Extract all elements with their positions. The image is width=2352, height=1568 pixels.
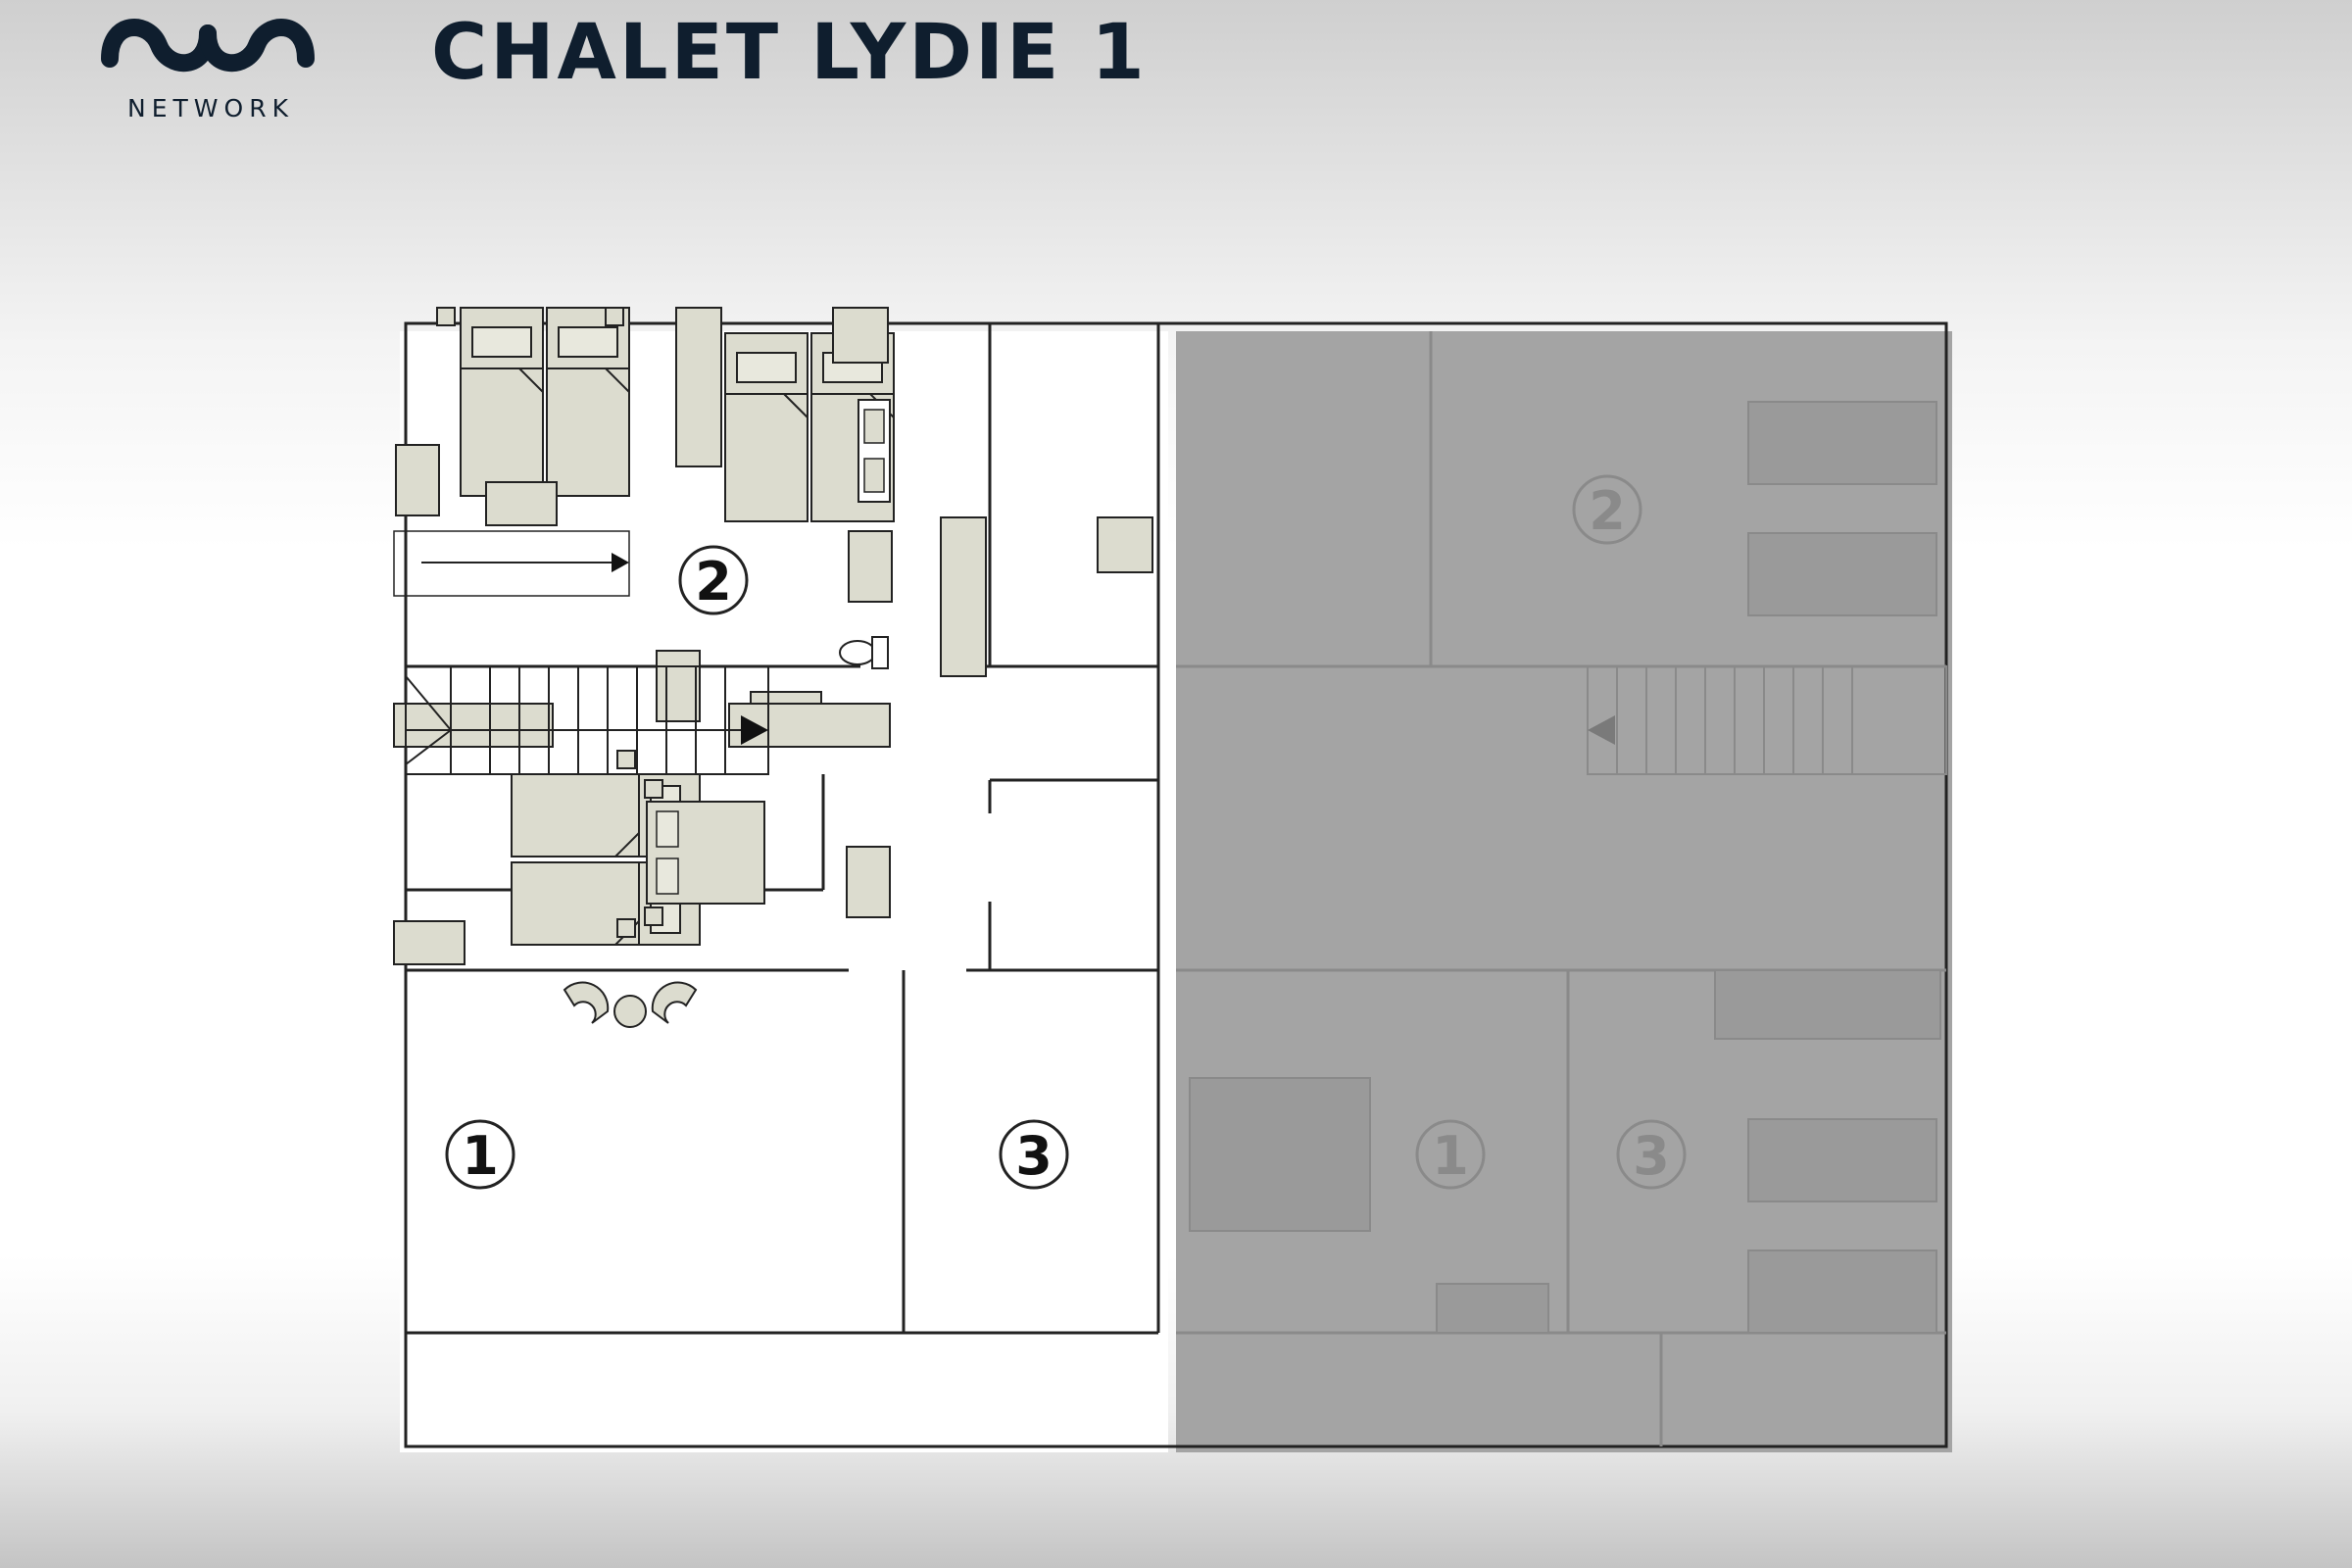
floor-plan: 2 1 3 2 [393,307,1952,1452]
stairs-right [1587,665,1947,775]
room-number-3: 3 [1015,1125,1053,1187]
room-number-right-3: 3 [1633,1125,1670,1187]
room-number-right-1: 1 [1432,1125,1469,1187]
room-number-2: 2 [695,551,732,612]
room-label-right-1: 1 [1415,1119,1486,1190]
room-label-right-2: 2 [1572,474,1642,545]
network-logo: NETWORK [98,10,323,127]
stair-arrow-left-icon [741,715,768,745]
stair-arrow-right-icon [1588,715,1615,745]
bathroom-left [1097,516,1153,573]
room-label-right-3: 3 [1616,1119,1687,1190]
stairs-left [405,665,769,775]
room-label-left-2: 2 [678,545,749,615]
room-label-left-3: 3 [999,1119,1069,1190]
room-number-1: 1 [462,1125,499,1187]
page-title: CHALET LYDIE 1 [431,9,1148,97]
right-furniture [1189,401,1941,1334]
logo-mark-icon [101,19,315,73]
room-label-left-1: 1 [445,1119,515,1190]
left-furniture [393,307,893,1028]
logo-wordmark: NETWORK [127,94,294,122]
room-number-right-2: 2 [1589,480,1626,542]
